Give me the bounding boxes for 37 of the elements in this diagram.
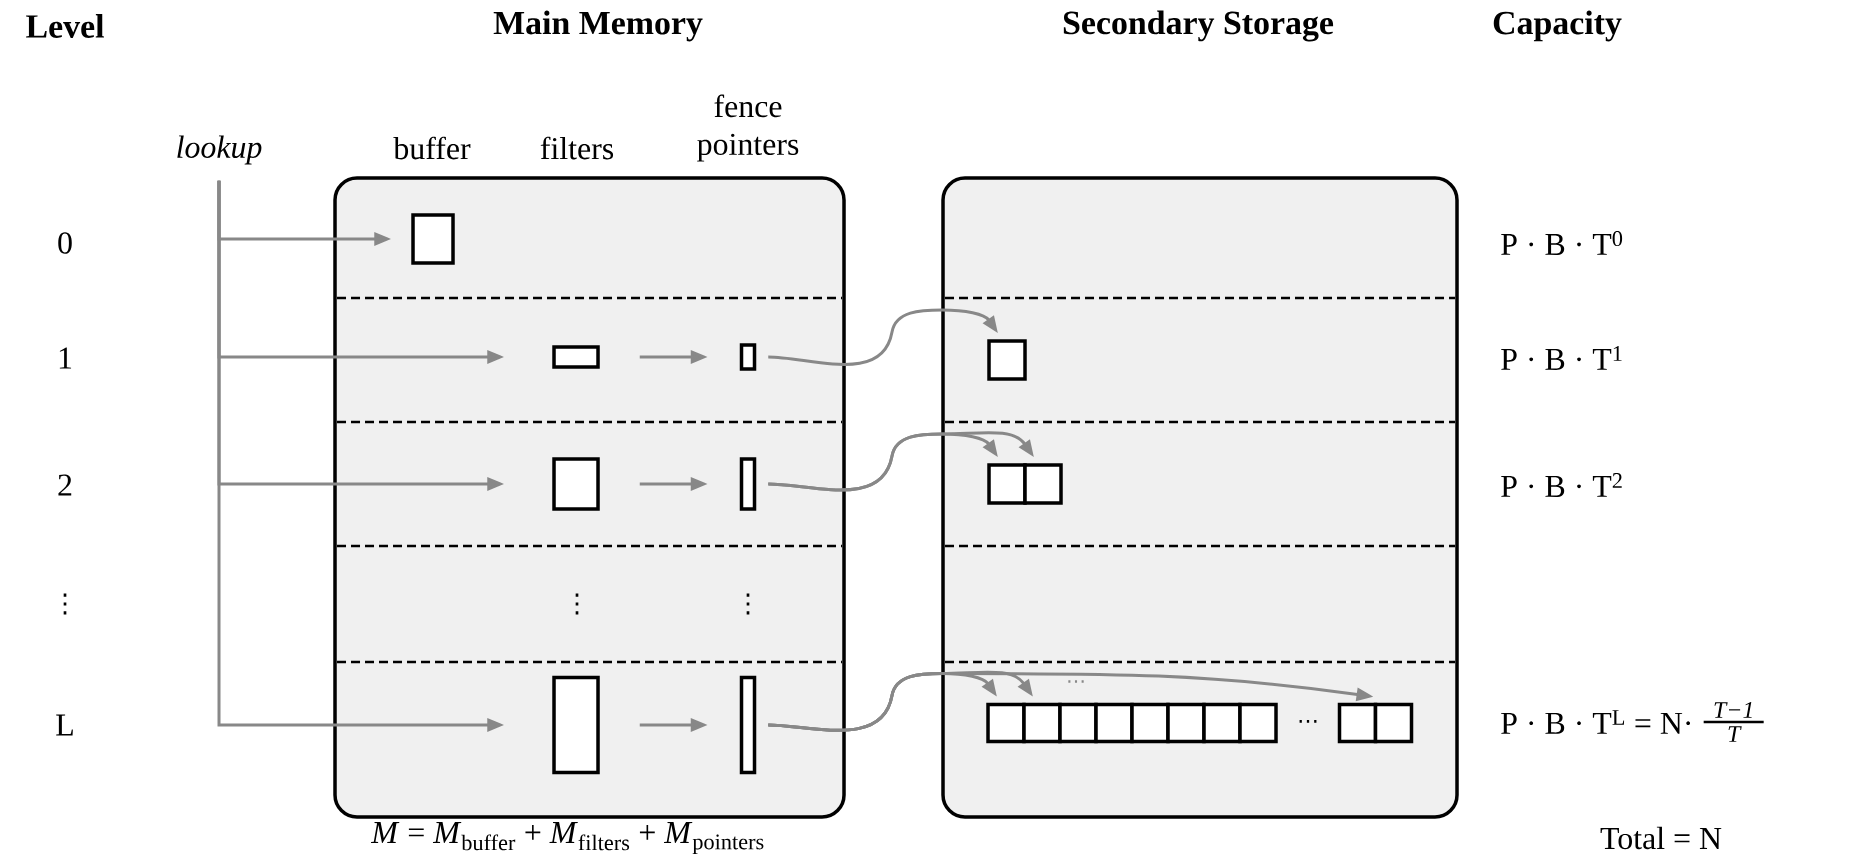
level-number: 0 bbox=[58, 232, 72, 254]
capacity-formula: P · B · T$^{0}$ bbox=[1501, 231, 1623, 255]
panel-heading: Main Memory bbox=[493, 10, 703, 42]
filter-box bbox=[552, 457, 600, 511]
buffer-box bbox=[411, 213, 455, 265]
fence-pointer-box bbox=[739, 343, 757, 371]
lookup-label: lookup bbox=[177, 135, 262, 165]
filter-box bbox=[552, 675, 600, 775]
arrow bbox=[768, 308, 998, 366]
panel-heading: Secondary Storage bbox=[1063, 10, 1334, 42]
page-box bbox=[1023, 463, 1063, 505]
page-box bbox=[987, 339, 1027, 381]
ellipsis: ⋯ bbox=[1068, 680, 1084, 683]
column-label: fence pointers bbox=[697, 94, 799, 162]
memory-equation: M = M$_{buffer}$ + M$_{filters}$ + M$_{pointers}$ bbox=[370, 822, 764, 854]
column-label: filters bbox=[540, 136, 614, 160]
fraction-denominator: T bbox=[1728, 726, 1742, 742]
fraction-numerator: T−1 bbox=[1714, 702, 1752, 718]
capacity-formula: P · B · T$^{1}$ bbox=[1501, 346, 1622, 370]
capacity-formula: P · B · T$^{L}$ = N· bbox=[1501, 710, 1691, 734]
capacity-formula: P · B · T$^{2}$ bbox=[1501, 473, 1622, 497]
level-number: 1 bbox=[59, 347, 72, 369]
column-heading: Level bbox=[26, 14, 104, 38]
level-number: L bbox=[56, 714, 73, 736]
fence-pointer-box bbox=[739, 457, 757, 511]
page-box bbox=[1373, 702, 1414, 744]
column-heading: Capacity bbox=[1493, 10, 1622, 42]
total-formula: Total = N bbox=[1600, 826, 1722, 850]
ellipsis: ⋮ bbox=[746, 593, 750, 615]
ellipsis: ⋮ bbox=[63, 593, 67, 615]
ellipsis: ⋮ bbox=[575, 593, 579, 615]
level-number: 2 bbox=[58, 474, 72, 496]
column-label: buffer bbox=[393, 136, 471, 160]
ellipsis: ⋯ bbox=[1299, 719, 1317, 723]
fence-pointer-box bbox=[739, 675, 757, 775]
page-box bbox=[1238, 702, 1278, 744]
filter-box bbox=[552, 345, 600, 369]
